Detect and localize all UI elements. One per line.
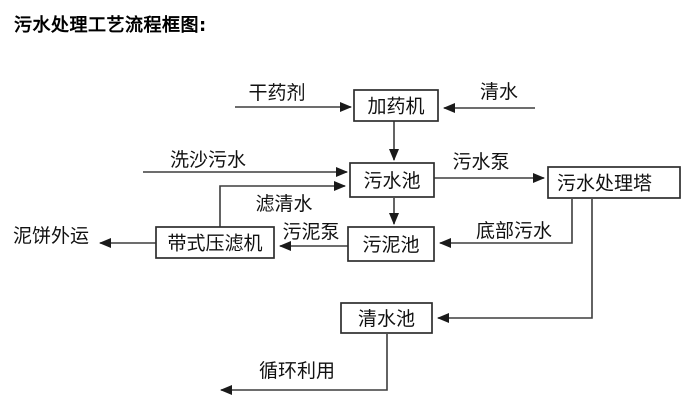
edge-label-sludge-pump: 污泥泵	[282, 221, 339, 243]
edge-label-sand-washing-sewage: 洗沙污水	[170, 149, 246, 171]
node-sludge-pool: 污泥池	[347, 226, 435, 262]
node-sewage-treatment-tower: 污水处理塔	[547, 166, 681, 199]
edge-label-dry-chemical-feed: 干药剂	[248, 82, 305, 104]
node-label-sewage-pool: 污水池	[363, 170, 420, 192]
edge-bottom-sewage	[439, 199, 573, 248]
edge-label-sewage-pump: 污水泵	[452, 151, 509, 173]
edge-recycling	[220, 334, 388, 395]
diagram-title: 污水处理工艺流程框图:	[14, 15, 207, 36]
node-label-dosing-machine: 加药机	[367, 96, 424, 118]
edge-tower-to-clean-water-pool	[437, 199, 593, 323]
node-clean-water-pool: 清水池	[340, 302, 433, 334]
edge-label-bottom-sewage: 底部污水	[476, 220, 552, 242]
node-dosing-machine: 加药机	[353, 89, 439, 122]
edge-label-recycling: 循环利用	[259, 360, 335, 382]
edge-label-filtered-water-return: 滤清水	[255, 193, 312, 215]
edge-label-clean-water-feed: 清水	[480, 81, 518, 103]
node-label-belt-filter-press: 带式压滤机	[167, 233, 262, 255]
node-label-sewage-treatment-tower: 污水处理塔	[557, 173, 652, 195]
edge-label-mud-cake-out: 泥饼外运	[13, 225, 89, 247]
node-belt-filter-press: 带式压滤机	[155, 226, 275, 259]
node-label-clean-water-pool: 清水池	[358, 308, 415, 330]
node-label-sludge-pool: 污泥池	[362, 234, 419, 256]
edge-filtered-water-return	[219, 181, 346, 227]
node-sewage-pool: 污水池	[349, 162, 435, 198]
